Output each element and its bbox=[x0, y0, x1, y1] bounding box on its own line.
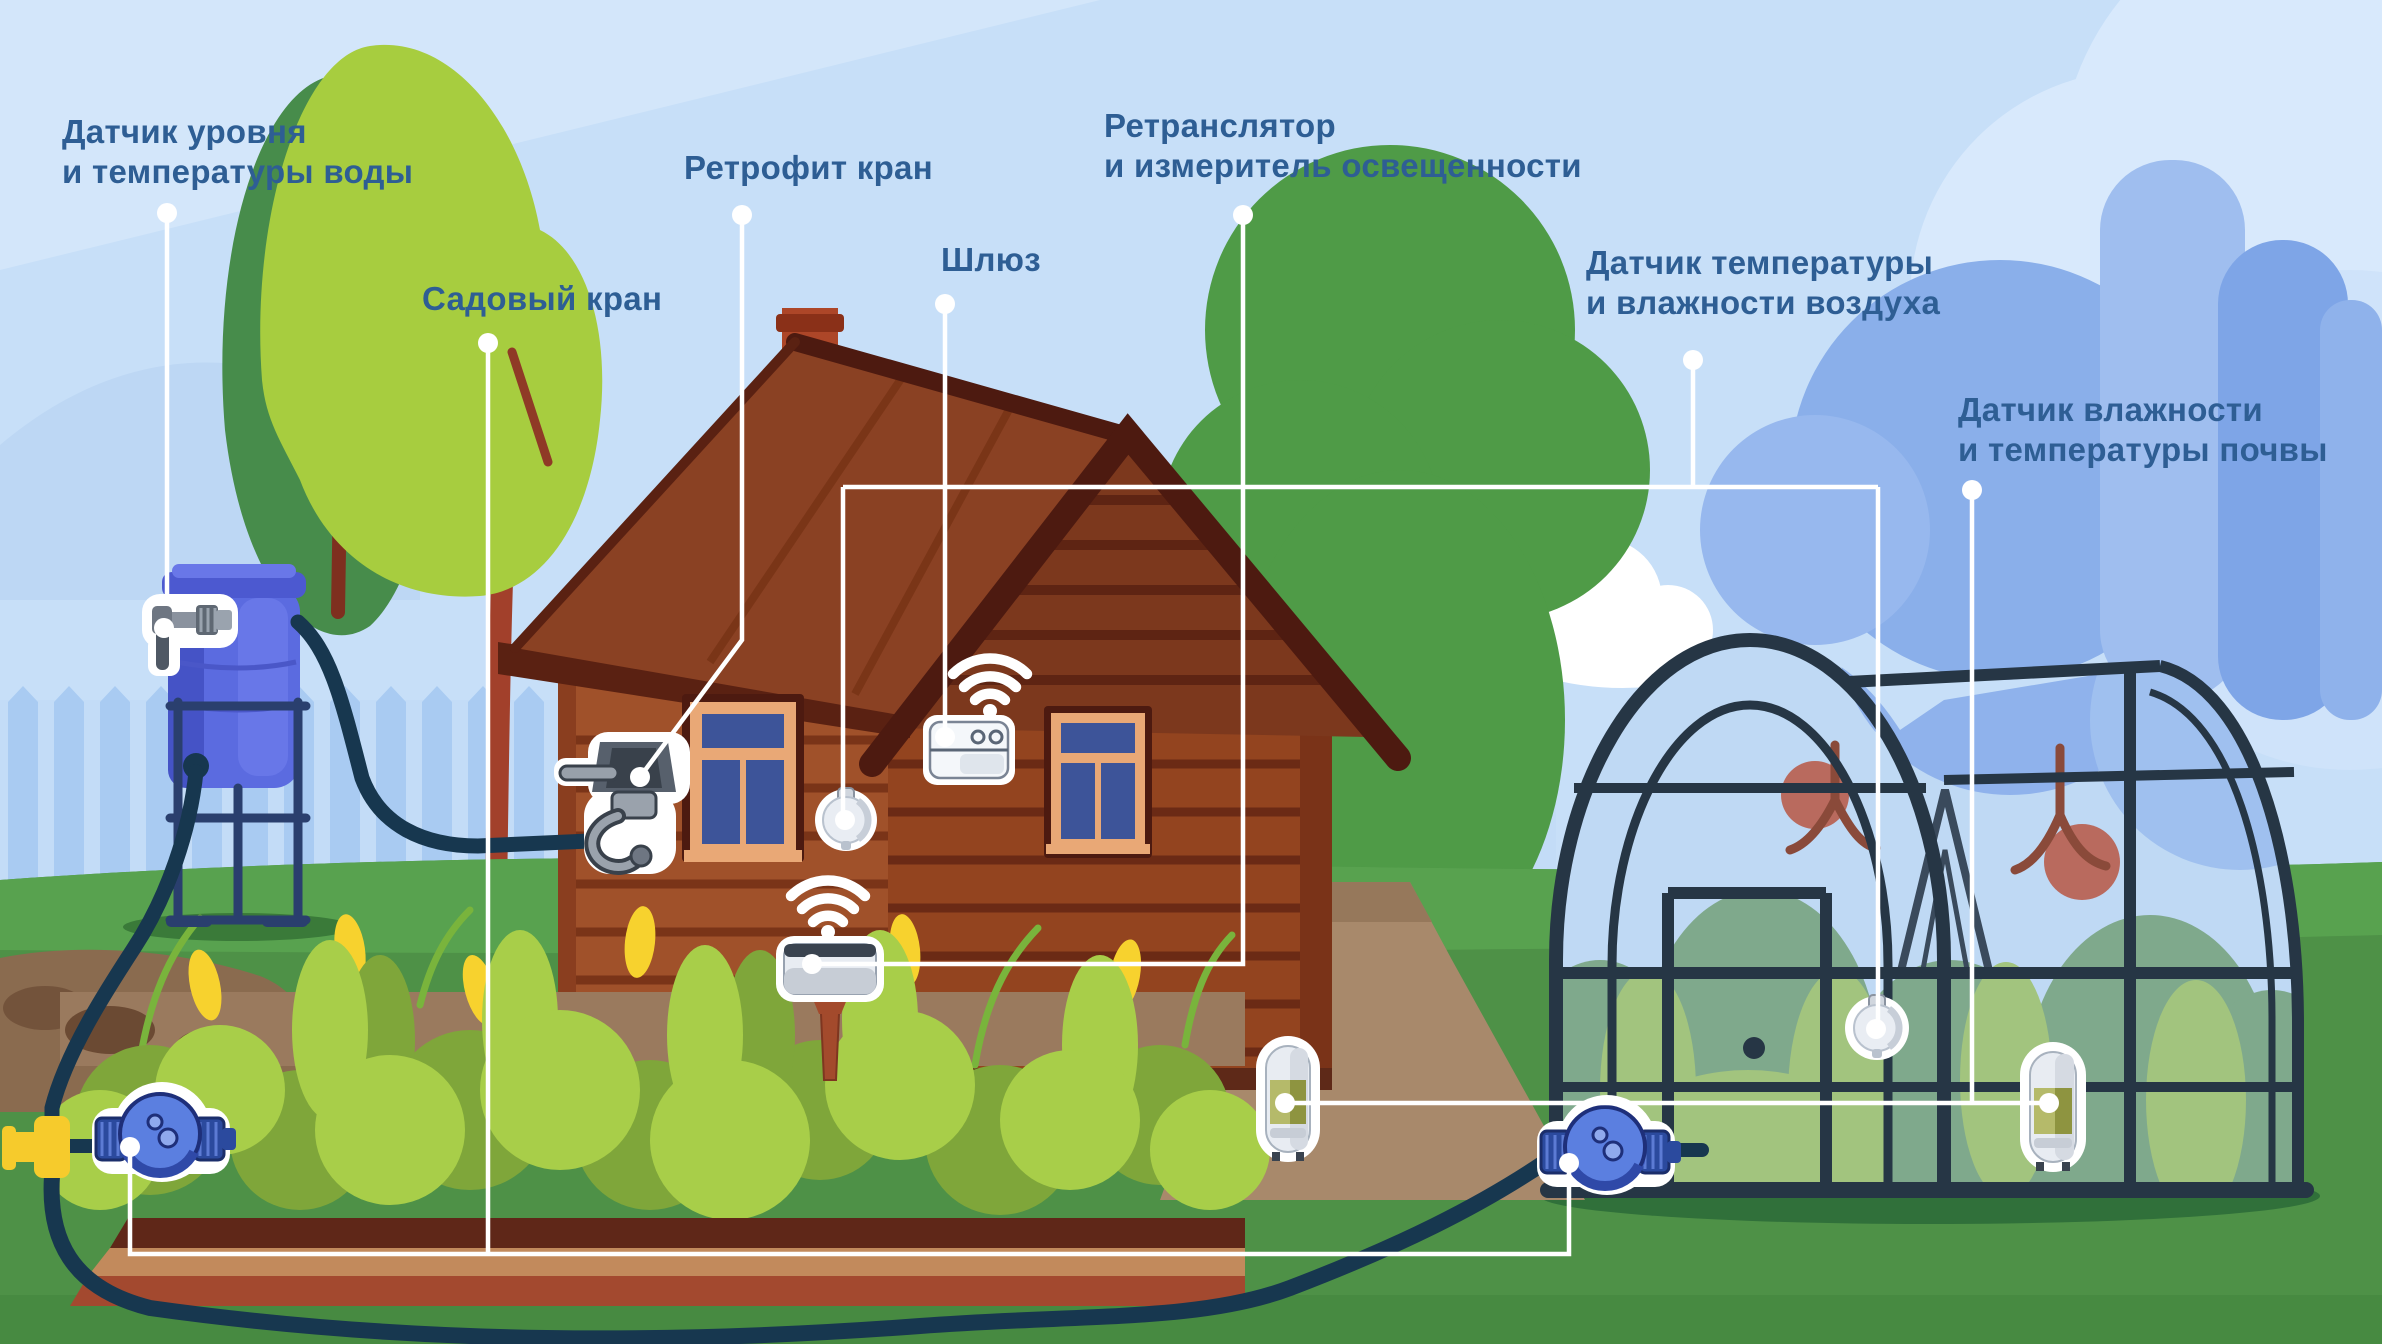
right-tree bbox=[1160, 145, 1650, 1133]
label-gateway: Шлюз bbox=[941, 241, 1041, 278]
label-water-level-temp-sensor: Датчик уровня и температуры воды bbox=[62, 113, 414, 191]
left-trees bbox=[222, 44, 603, 911]
irrigation-hose bbox=[43, 614, 1709, 1344]
window-right bbox=[1044, 706, 1152, 858]
label-retrofit-valve: Ретрофит кран bbox=[684, 149, 933, 186]
callout-garden-tap bbox=[127, 343, 1572, 1257]
hose-tee-connector bbox=[2, 1116, 70, 1178]
barrel-stand bbox=[165, 697, 311, 927]
label-air-temp-humidity: Датчик температуры и влажности воздуха bbox=[1586, 244, 1941, 322]
callout-air-sensor bbox=[840, 360, 1881, 1029]
callout-lines bbox=[127, 213, 2049, 1257]
bed-border bbox=[70, 1218, 1245, 1306]
callout-dots bbox=[120, 203, 2059, 1173]
callout-soil-sensor bbox=[1285, 490, 2049, 1106]
repeater-stake-device bbox=[776, 875, 884, 1081]
label-repeater-light-meter: Ретранслятор и измеритель освещенности bbox=[1104, 107, 1582, 185]
wifi-icon bbox=[947, 653, 1033, 706]
label-garden-tap: Садовый кран bbox=[422, 280, 663, 317]
callout-retrofit-valve bbox=[638, 215, 745, 779]
door-knob bbox=[1743, 1037, 1765, 1059]
smart-valve-left bbox=[92, 1082, 236, 1182]
callout-repeater bbox=[812, 215, 1246, 967]
background-blue-trees bbox=[1700, 160, 2382, 720]
window-left bbox=[682, 694, 804, 862]
label-soil-moisture-temp: Датчик влажности и температуры почвы bbox=[1958, 391, 2328, 469]
wifi-icon bbox=[785, 875, 871, 928]
